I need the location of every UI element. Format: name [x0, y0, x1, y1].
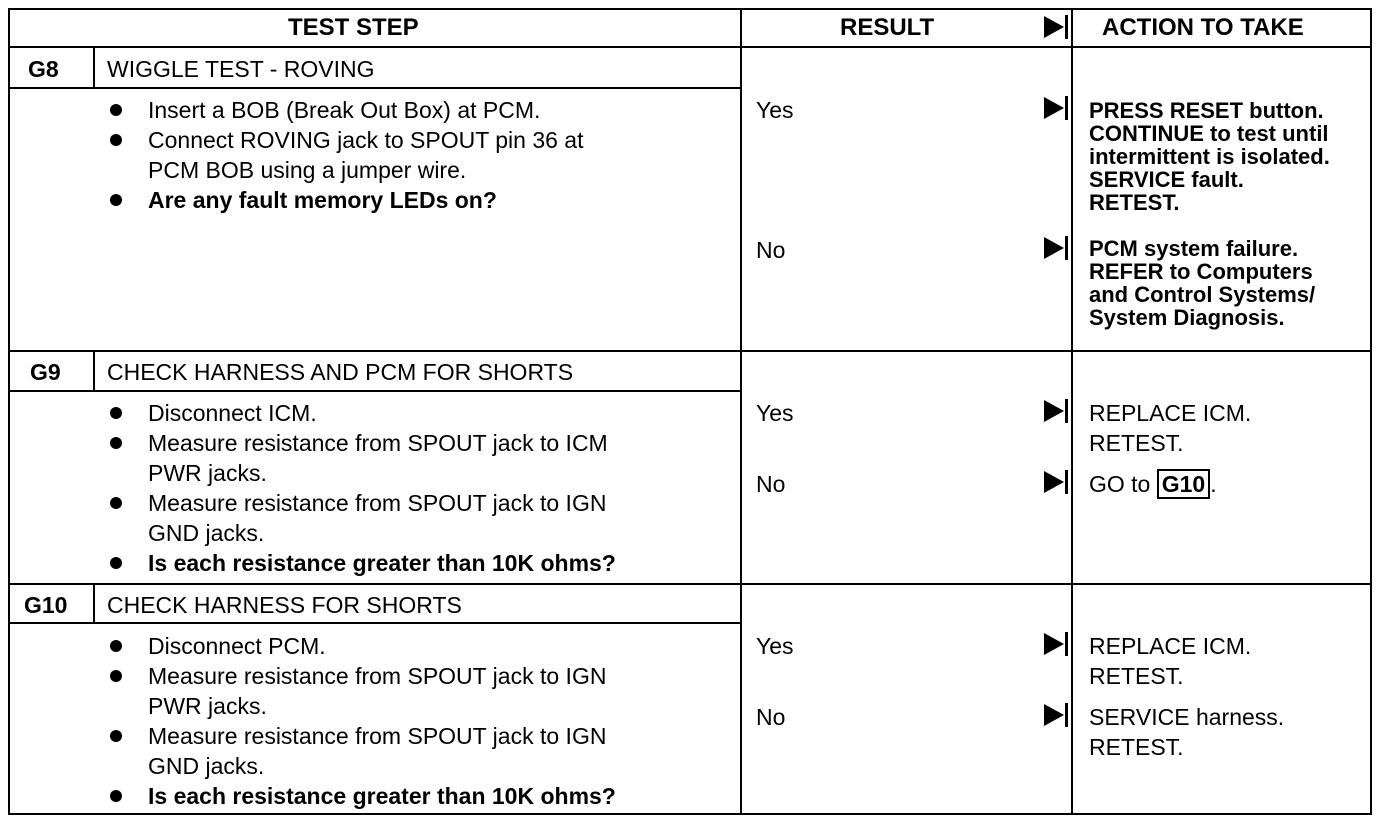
header-result: RESULT [840, 14, 935, 41]
arrow-stop-icon [1065, 470, 1068, 494]
g8-yes-action: PRESS RESET button. CONTINUE to test unt… [1089, 99, 1330, 214]
g8-item-1: Insert a BOB (Break Out Box) at PCM. [148, 97, 541, 123]
g10-no-action-1: SERVICE harness. [1089, 704, 1285, 730]
g10-result-no: No [756, 704, 786, 730]
g9-no-action-suffix: . [1210, 471, 1217, 497]
header-action: ACTION TO TAKE [1102, 14, 1304, 41]
g8-no-action-line: and Control Systems/ [1089, 282, 1316, 307]
rule-g8-title [8, 87, 741, 89]
rule-result-action [1071, 8, 1073, 815]
step-id-g8: G8 [28, 56, 59, 82]
arrow-right-icon [1044, 237, 1064, 259]
arrow-right-icon [1044, 400, 1064, 422]
bullet-icon [110, 134, 122, 146]
g10-item-1: Disconnect PCM. [148, 633, 326, 659]
rule-step-result [740, 8, 742, 815]
arrow-stop-icon [1065, 632, 1068, 656]
bullet-icon [110, 407, 122, 419]
g8-result-no: No [756, 237, 786, 263]
bullet-icon [110, 557, 122, 569]
arrow-stop-icon [1065, 703, 1068, 727]
arrow-stop-icon [1065, 236, 1068, 260]
g8-item-2: Connect ROVING jack to SPOUT pin 36 at [148, 127, 584, 153]
g9-item-2: Measure resistance from SPOUT jack to IC… [148, 430, 608, 456]
bullet-icon [110, 437, 122, 449]
bullet-icon [110, 790, 122, 802]
g9-no-action: GO to G10. [1089, 469, 1217, 499]
g9-item-3-cont: GND jacks. [148, 520, 265, 546]
header-arrow-icon [1044, 16, 1064, 38]
g9-item-1: Disconnect ICM. [148, 400, 317, 426]
g8-yes-action-line: CONTINUE to test until [1089, 121, 1329, 146]
bullet-icon [110, 670, 122, 682]
step-title-g9: CHECK HARNESS AND PCM FOR SHORTS [107, 359, 574, 385]
bullet-icon [110, 194, 122, 206]
rule-g8-id [93, 46, 95, 89]
g8-yes-action-line: PRESS RESET button. [1089, 98, 1324, 123]
g10-item-2: Measure resistance from SPOUT jack to IG… [148, 663, 607, 689]
g10-question: Is each resistance greater than 10K ohms… [148, 783, 616, 809]
rule-g9-bottom [8, 583, 1372, 585]
g9-yes-action-1: REPLACE ICM. [1089, 400, 1252, 426]
step-reference-g10: G10 [1156, 469, 1211, 499]
rule-g10-id [93, 583, 95, 624]
rule-g8-bottom [8, 350, 1372, 352]
g8-no-action: PCM system failure. REFER to Computers a… [1089, 237, 1315, 329]
g9-result-no: No [756, 471, 786, 497]
bullet-icon [110, 730, 122, 742]
rule-left [8, 8, 10, 815]
g8-yes-action-line: SERVICE fault. [1089, 167, 1244, 192]
g10-yes-action-2: RETEST. [1089, 663, 1184, 689]
g10-item-3-cont: GND jacks. [148, 753, 265, 779]
header-arrow-stop-icon [1065, 15, 1068, 39]
arrow-stop-icon [1065, 399, 1068, 423]
arrow-right-icon [1044, 633, 1064, 655]
step-id-g9: G9 [30, 359, 61, 385]
g8-no-action-line: PCM system failure. [1089, 236, 1299, 261]
g9-no-action-prefix: GO to [1089, 471, 1151, 497]
g10-result-yes: Yes [756, 633, 794, 659]
g8-result-yes: Yes [756, 97, 794, 123]
g10-item-3: Measure resistance from SPOUT jack to IG… [148, 723, 607, 749]
g10-item-2-cont: PWR jacks. [148, 693, 267, 719]
g10-yes-action-1: REPLACE ICM. [1089, 633, 1252, 659]
header-test-step: TEST STEP [288, 14, 419, 41]
g9-item-3: Measure resistance from SPOUT jack to IG… [148, 490, 607, 516]
g9-result-yes: Yes [756, 400, 794, 426]
rule-top [8, 8, 1372, 10]
bullet-icon [110, 104, 122, 116]
g8-item-2-cont: PCM BOB using a jumper wire. [148, 157, 467, 183]
arrow-right-icon [1044, 704, 1064, 726]
g8-no-action-line: System Diagnosis. [1089, 305, 1285, 330]
rule-g9-title [8, 390, 741, 392]
step-title-g10: CHECK HARNESS FOR SHORTS [107, 592, 462, 618]
g10-no-action-2: RETEST. [1089, 734, 1184, 760]
g9-item-2-cont: PWR jacks. [148, 460, 267, 486]
g8-yes-action-line: RETEST. [1089, 190, 1180, 215]
g9-yes-action-2: RETEST. [1089, 430, 1184, 456]
arrow-right-icon [1044, 471, 1064, 493]
arrow-stop-icon [1065, 96, 1068, 120]
step-title-g8: WIGGLE TEST - ROVING [107, 56, 375, 82]
step-id-g10: G10 [24, 592, 68, 618]
rule-right [1370, 8, 1372, 815]
rule-bottom [8, 813, 1372, 815]
g9-question: Is each resistance greater than 10K ohms… [148, 550, 616, 576]
rule-header-bottom [8, 46, 1372, 48]
bullet-icon [110, 640, 122, 652]
arrow-right-icon [1044, 97, 1064, 119]
g8-yes-action-line: intermittent is isolated. [1089, 144, 1330, 169]
rule-g9-id [93, 350, 95, 392]
bullet-icon [110, 497, 122, 509]
g8-no-action-line: REFER to Computers [1089, 259, 1313, 284]
rule-g10-title [8, 622, 741, 624]
g8-question: Are any fault memory LEDs on? [148, 187, 497, 213]
